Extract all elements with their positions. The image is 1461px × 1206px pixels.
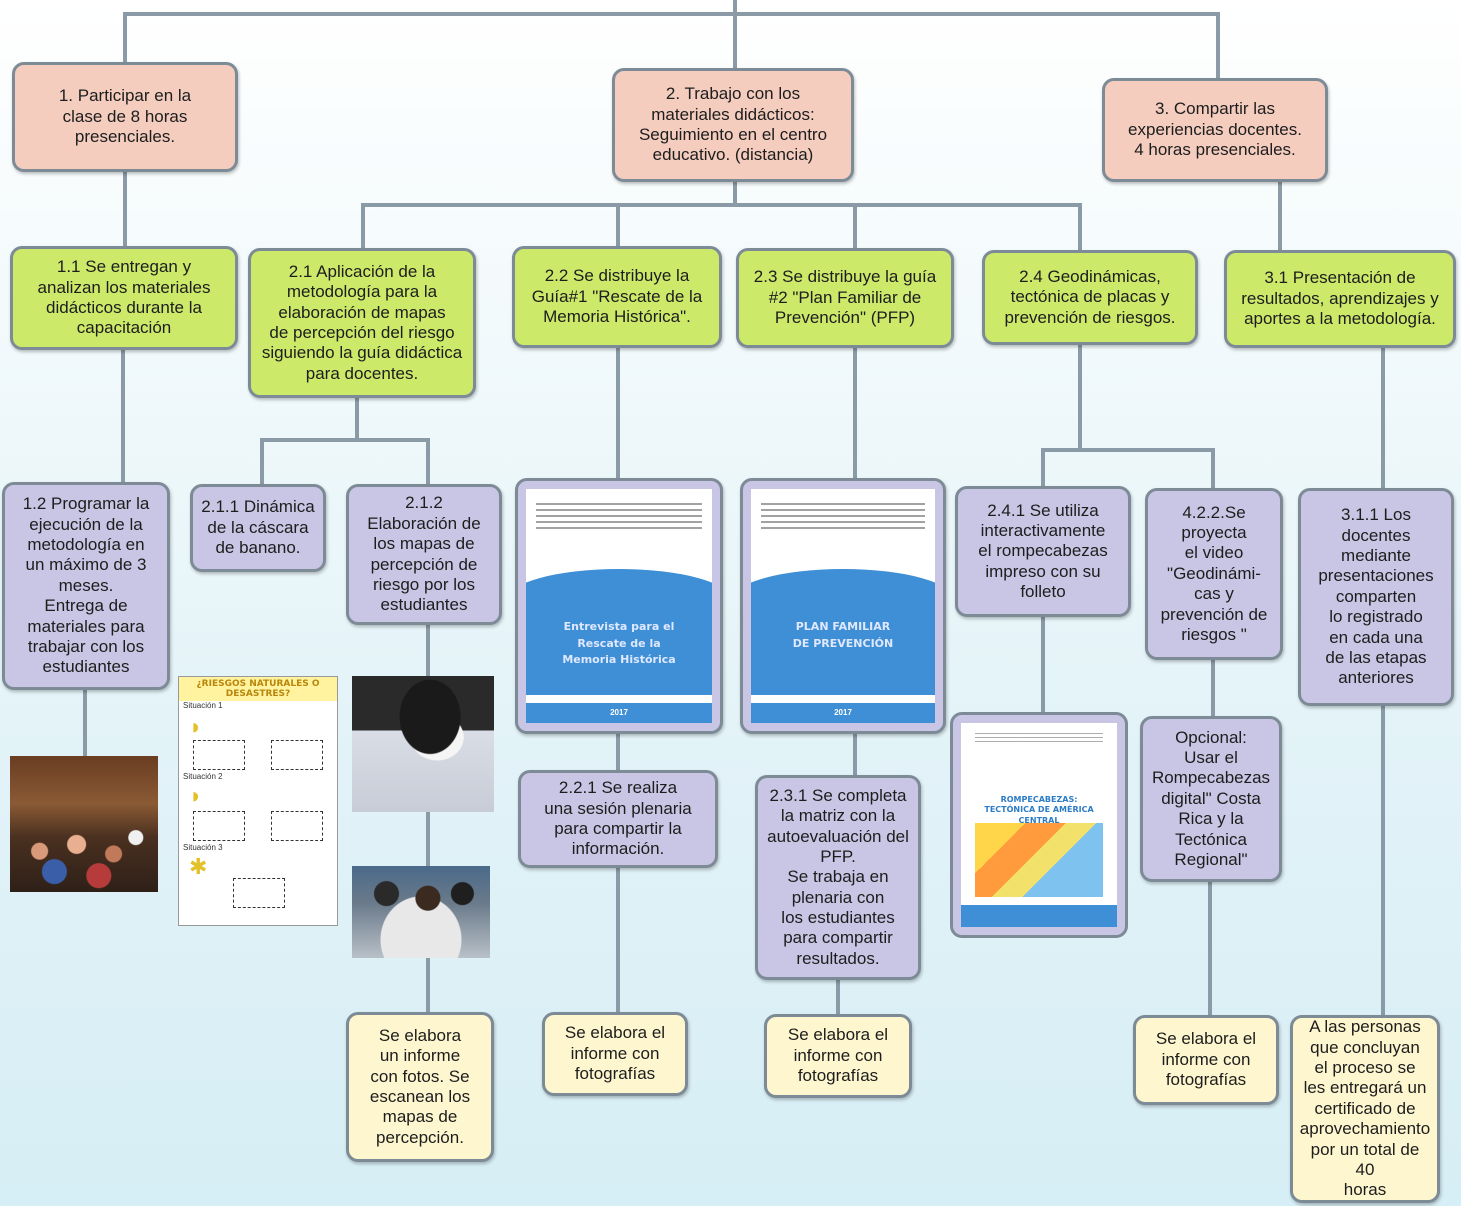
banana-peel-worksheet-image: ¿RIESGOS NATURALES O DESASTRES? Situació… bbox=[178, 676, 338, 926]
report-2-1-box: Se elabora un informe con fotos. Se esca… bbox=[346, 1012, 494, 1162]
step-3-1-1-box: 3.1.1 Los docentes mediante presentacion… bbox=[1298, 488, 1454, 706]
guide-2-cover-title: PLAN FAMILIAR DE PREVENCIÓN bbox=[792, 620, 894, 650]
step-4-2-2-box: 4.2.2.Se proyecta el video "Geodinámi- c… bbox=[1145, 488, 1283, 660]
step-2-text: 2. Trabajo con los materiales didácticos… bbox=[638, 84, 828, 165]
step-2-4-1-box: 2.4.1 Se utiliza interactivamente el rom… bbox=[955, 486, 1131, 617]
step-2-1-2-text: 2.1.2 Elaboración de los mapas de percep… bbox=[367, 493, 481, 615]
banana-peel-icon: ✱ bbox=[189, 854, 208, 879]
step-1-1-box: 1.1 Se entregan y analizan los materiale… bbox=[10, 246, 238, 350]
guide-2-cover-image: PLAN FAMILIAR DE PREVENCIÓN 2017 bbox=[740, 478, 946, 734]
puzzle-booklet-image: ROMPECABEZAS: TECTÓNICA DE AMÉRICA CENTR… bbox=[950, 712, 1128, 938]
step-2-2-1-text: 2.2.1 Se realiza una sesión plenaria par… bbox=[544, 778, 692, 859]
step-2-4-box: 2.4 Geodinámicas, tectónica de placas y … bbox=[982, 250, 1198, 345]
step-1-box: 1. Participar en la clase de 8 horas pre… bbox=[12, 62, 238, 172]
students-classroom-photo bbox=[352, 866, 490, 958]
step-1-2-box: 1.2 Programar la ejecución de la metodol… bbox=[2, 482, 170, 690]
report-2-2-text: Se elabora el informe con fotografías bbox=[564, 1023, 666, 1084]
classroom-training-photo bbox=[10, 756, 158, 892]
step-4-2-2-text: 4.2.2.Se proyecta el video "Geodinámi- c… bbox=[1160, 502, 1268, 644]
step-2-1-text: 2.1 Aplicación de la metodología para la… bbox=[261, 261, 463, 383]
step-2-3-1-box: 2.3.1 Se completa la matriz con la autoe… bbox=[755, 775, 921, 980]
step-2-1-box: 2.1 Aplicación de la metodología para la… bbox=[248, 248, 476, 398]
step-2-4-1-text: 2.4.1 Se utiliza interactivamente el rom… bbox=[978, 500, 1108, 602]
worksheet-situation-2: Situación 2 bbox=[183, 772, 223, 781]
guide-1-cover-title: Entrevista para el Rescate de la Memoria… bbox=[562, 620, 676, 666]
report-2-3-text: Se elabora el informe con fotografías bbox=[787, 1025, 889, 1086]
report-2-4-box: Se elabora el informe con fotografías bbox=[1133, 1015, 1279, 1105]
puzzle-booklet-title: ROMPECABEZAS: TECTÓNICA DE AMÉRICA CENTR… bbox=[984, 795, 1094, 825]
optional-puzzle-box: Opcional: Usar el Rompecabezas digital" … bbox=[1140, 716, 1282, 882]
step-1-2-text: 1.2 Programar la ejecución de la metodol… bbox=[22, 494, 150, 677]
report-2-2-box: Se elabora el informe con fotografías bbox=[542, 1012, 688, 1096]
worksheet-situation-3: Situación 3 bbox=[183, 843, 223, 852]
certificate-text: A las personas que concluyan el proceso … bbox=[1299, 1017, 1431, 1200]
step-2-2-text: 2.2 Se distribuye la Guía#1 "Rescate de … bbox=[531, 266, 703, 327]
optional-puzzle-text: Opcional: Usar el Rompecabezas digital" … bbox=[1151, 727, 1271, 869]
report-2-4-text: Se elabora el informe con fotografías bbox=[1155, 1029, 1257, 1090]
step-3-1-text: 3.1 Presentación de resultados, aprendiz… bbox=[1241, 268, 1439, 329]
guide-2-cover-year: 2017 bbox=[834, 708, 852, 717]
step-1-1-text: 1.1 Se entregan y analizan los materiale… bbox=[37, 257, 211, 338]
step-2-3-1-text: 2.3.1 Se completa la matriz con la autoe… bbox=[767, 785, 909, 968]
step-2-3-box: 2.3 Se distribuye la guía #2 "Plan Famil… bbox=[736, 248, 954, 348]
step-2-box: 2. Trabajo con los materiales didácticos… bbox=[612, 68, 854, 182]
banana-icon: ◗ bbox=[189, 714, 203, 739]
step-1-text: 1. Participar en la clase de 8 horas pre… bbox=[58, 86, 192, 147]
step-2-1-2-box: 2.1.2 Elaboración de los mapas de percep… bbox=[346, 484, 502, 625]
step-2-2-1-box: 2.2.1 Se realiza una sesión plenaria par… bbox=[518, 770, 718, 868]
report-2-3-box: Se elabora el informe con fotografías bbox=[764, 1014, 912, 1098]
certificate-box: A las personas que concluyan el proceso … bbox=[1290, 1015, 1440, 1203]
students-mapping-photo bbox=[352, 676, 494, 812]
worksheet-situation-1: Situación 1 bbox=[183, 701, 223, 710]
guide-1-cover-image: Entrevista para el Rescate de la Memoria… bbox=[515, 478, 723, 734]
banana-icon: ◗ bbox=[189, 783, 203, 808]
step-2-1-1-box: 2.1.1 Dinámica de la cáscara de banano. bbox=[190, 484, 326, 572]
worksheet-title: ¿RIESGOS NATURALES O DESASTRES? bbox=[179, 677, 337, 701]
step-2-3-text: 2.3 Se distribuye la guía #2 "Plan Famil… bbox=[753, 267, 937, 328]
guide-1-cover-year: 2017 bbox=[610, 708, 628, 717]
step-3-1-box: 3.1 Presentación de resultados, aprendiz… bbox=[1224, 250, 1456, 348]
step-3-text: 3. Compartir las experiencias docentes. … bbox=[1128, 99, 1302, 160]
step-2-2-box: 2.2 Se distribuye la Guía#1 "Rescate de … bbox=[512, 246, 722, 348]
step-2-4-text: 2.4 Geodinámicas, tectónica de placas y … bbox=[1004, 266, 1176, 327]
step-2-1-1-text: 2.1.1 Dinámica de la cáscara de banano. bbox=[201, 497, 315, 558]
step-3-box: 3. Compartir las experiencias docentes. … bbox=[1102, 78, 1328, 182]
step-3-1-1-text: 3.1.1 Los docentes mediante presentacion… bbox=[1318, 505, 1434, 688]
report-2-1-text: Se elabora un informe con fotos. Se esca… bbox=[369, 1025, 471, 1147]
